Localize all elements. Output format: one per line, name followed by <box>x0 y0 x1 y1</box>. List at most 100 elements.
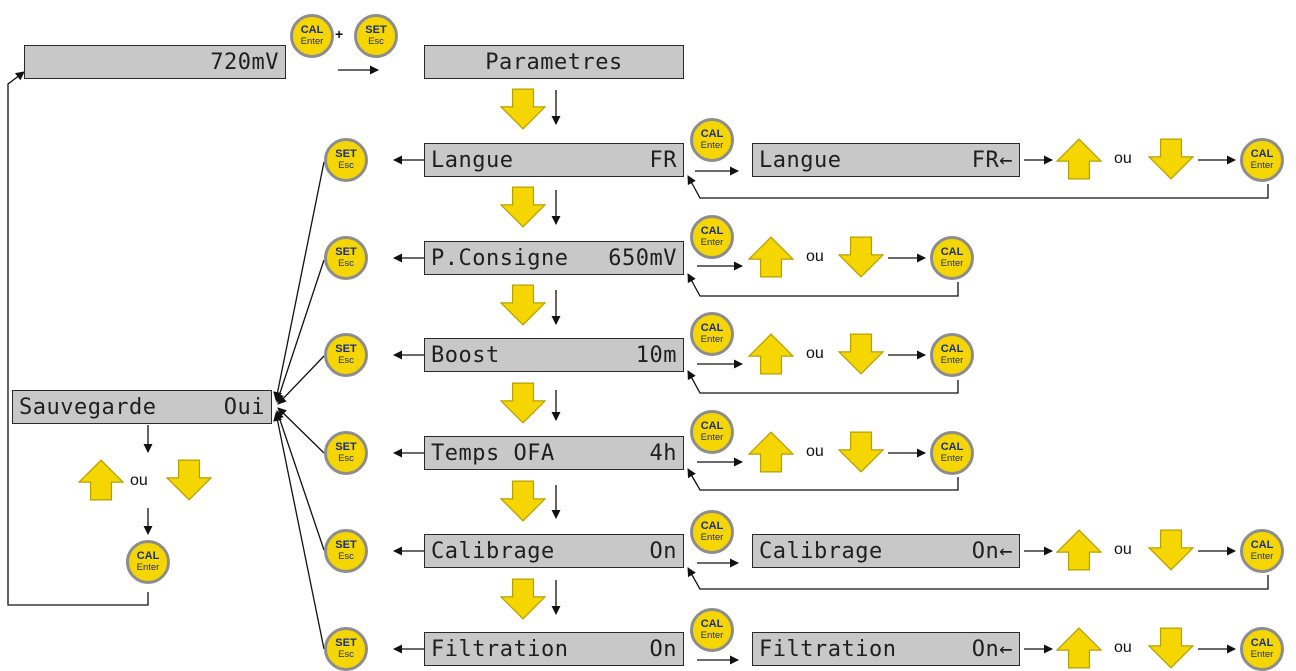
up-arrow-icon <box>1056 529 1102 571</box>
button-top-label: CAL <box>700 520 724 533</box>
menu-item-value: On <box>649 538 677 564</box>
edit-value: On← <box>971 636 1013 662</box>
down-arrow-icon <box>1148 627 1194 669</box>
edit-langue: Langue FR← <box>752 143 1020 177</box>
set-esc-button[interactable]: SET Esc <box>324 333 368 377</box>
up-arrow-icon <box>78 459 124 501</box>
display-sauvegarde: Sauvegarde Oui <box>12 390 272 424</box>
down-arrow-icon <box>166 459 212 501</box>
cal-enter-button[interactable]: CAL Enter <box>930 333 974 377</box>
plus-sign: + <box>335 26 344 42</box>
button-top-label: CAL <box>1250 637 1274 650</box>
menu-item-langue: Langue FR <box>424 143 684 177</box>
set-esc-button[interactable]: SET Esc <box>324 236 368 280</box>
yellow-down-arrow-icon <box>500 88 546 130</box>
cal-enter-button[interactable]: CAL Enter <box>690 608 734 652</box>
button-bottom-label: Esc <box>338 160 354 172</box>
yellow-down-arrow-icon <box>500 480 546 522</box>
button-top-label: SET <box>335 441 357 454</box>
cal-enter-button[interactable]: CAL Enter <box>690 312 734 356</box>
display-720mv: 720mV <box>24 45 286 79</box>
button-bottom-label: Enter <box>940 355 964 367</box>
button-top-label: CAL <box>940 441 964 454</box>
button-top-label: CAL <box>136 550 160 563</box>
cal-enter-button[interactable]: CAL Enter <box>690 118 734 162</box>
set-esc-button[interactable]: SET Esc <box>324 138 368 182</box>
up-arrow-icon <box>748 236 794 278</box>
down-arrow-icon <box>838 431 884 473</box>
cal-enter-button[interactable]: CAL Enter <box>690 510 734 554</box>
menu-item-calibrage: Calibrage On <box>424 534 684 568</box>
yellow-down-arrow-icon <box>500 382 546 424</box>
cal-enter-button[interactable]: CAL Enter <box>1240 529 1284 573</box>
button-top-label: SET <box>365 24 387 37</box>
menu-item-label: Temps OFA <box>431 440 555 466</box>
button-bottom-label: Enter <box>700 630 724 642</box>
button-top-label: CAL <box>700 128 724 141</box>
cal-enter-button[interactable]: CAL Enter <box>930 431 974 475</box>
set-esc-button[interactable]: SET Esc <box>324 627 368 671</box>
button-bottom-label: Enter <box>700 334 724 346</box>
yellow-down-arrow-icon <box>500 578 546 620</box>
button-top-label: CAL <box>1250 148 1274 161</box>
button-top-label: CAL <box>940 343 964 356</box>
button-bottom-label: Enter <box>700 140 724 152</box>
menu-item-label: Filtration <box>431 636 569 662</box>
button-bottom-label: Enter <box>940 258 964 270</box>
menu-item-label: Boost <box>431 342 500 368</box>
button-bottom-label: Esc <box>338 355 354 367</box>
menu-item-value: FR <box>649 147 677 173</box>
button-bottom-label: Esc <box>338 258 354 270</box>
button-top-label: SET <box>335 539 357 552</box>
button-bottom-label: Enter <box>1250 551 1274 563</box>
or-label: ou <box>130 472 148 489</box>
button-top-label: CAL <box>700 618 724 631</box>
yellow-down-arrow-icon <box>500 284 546 326</box>
button-bottom-label: Enter <box>136 562 160 574</box>
down-arrow-icon <box>838 333 884 375</box>
display-label: Sauvegarde <box>19 394 157 420</box>
menu-item-label: Langue <box>431 147 514 173</box>
menu-item-value: 10m <box>635 342 677 368</box>
button-bottom-label: Enter <box>700 237 724 249</box>
edit-calibrage: Calibrage On← <box>752 534 1020 568</box>
button-top-label: SET <box>335 343 357 356</box>
display-parametres: Parametres <box>424 45 684 79</box>
edit-label: Calibrage <box>759 538 883 564</box>
button-top-label: CAL <box>700 225 724 238</box>
button-bottom-label: Enter <box>700 432 724 444</box>
or-label: ou <box>1114 541 1132 558</box>
cal-enter-button[interactable]: CAL Enter <box>1240 138 1284 182</box>
set-esc-button[interactable]: SET Esc <box>354 14 398 58</box>
button-bottom-label: Esc <box>338 551 354 563</box>
menu-item-temps-ofa: Temps OFA 4h <box>424 436 684 470</box>
button-top-label: CAL <box>1250 539 1274 552</box>
set-esc-button[interactable]: SET Esc <box>324 529 368 573</box>
button-top-label: CAL <box>700 322 724 335</box>
cal-enter-button[interactable]: CAL Enter <box>1240 627 1284 671</box>
button-bottom-label: Esc <box>368 36 384 48</box>
menu-item-label: P.Consigne <box>431 245 569 271</box>
menu-item-filtration: Filtration On <box>424 632 684 666</box>
cal-enter-button[interactable]: CAL Enter <box>126 540 170 584</box>
display-value: 720mV <box>210 49 279 75</box>
button-top-label: SET <box>335 637 357 650</box>
button-top-label: SET <box>335 246 357 259</box>
menu-item-value: 650mV <box>608 245 677 271</box>
button-bottom-label: Enter <box>300 36 324 48</box>
cal-enter-button[interactable]: CAL Enter <box>690 410 734 454</box>
button-bottom-label: Enter <box>1250 160 1274 172</box>
cal-enter-button[interactable]: CAL Enter <box>930 236 974 280</box>
set-esc-button[interactable]: SET Esc <box>324 431 368 475</box>
cal-enter-button[interactable]: CAL Enter <box>290 14 334 58</box>
or-label: ou <box>806 248 824 265</box>
button-bottom-label: Esc <box>338 649 354 661</box>
up-arrow-icon <box>748 333 794 375</box>
up-arrow-icon <box>748 431 794 473</box>
cal-enter-button[interactable]: CAL Enter <box>690 215 734 259</box>
menu-item-p-consigne: P.Consigne 650mV <box>424 241 684 275</box>
or-label: ou <box>1114 639 1132 656</box>
edit-label: Filtration <box>759 636 897 662</box>
or-label: ou <box>806 345 824 362</box>
